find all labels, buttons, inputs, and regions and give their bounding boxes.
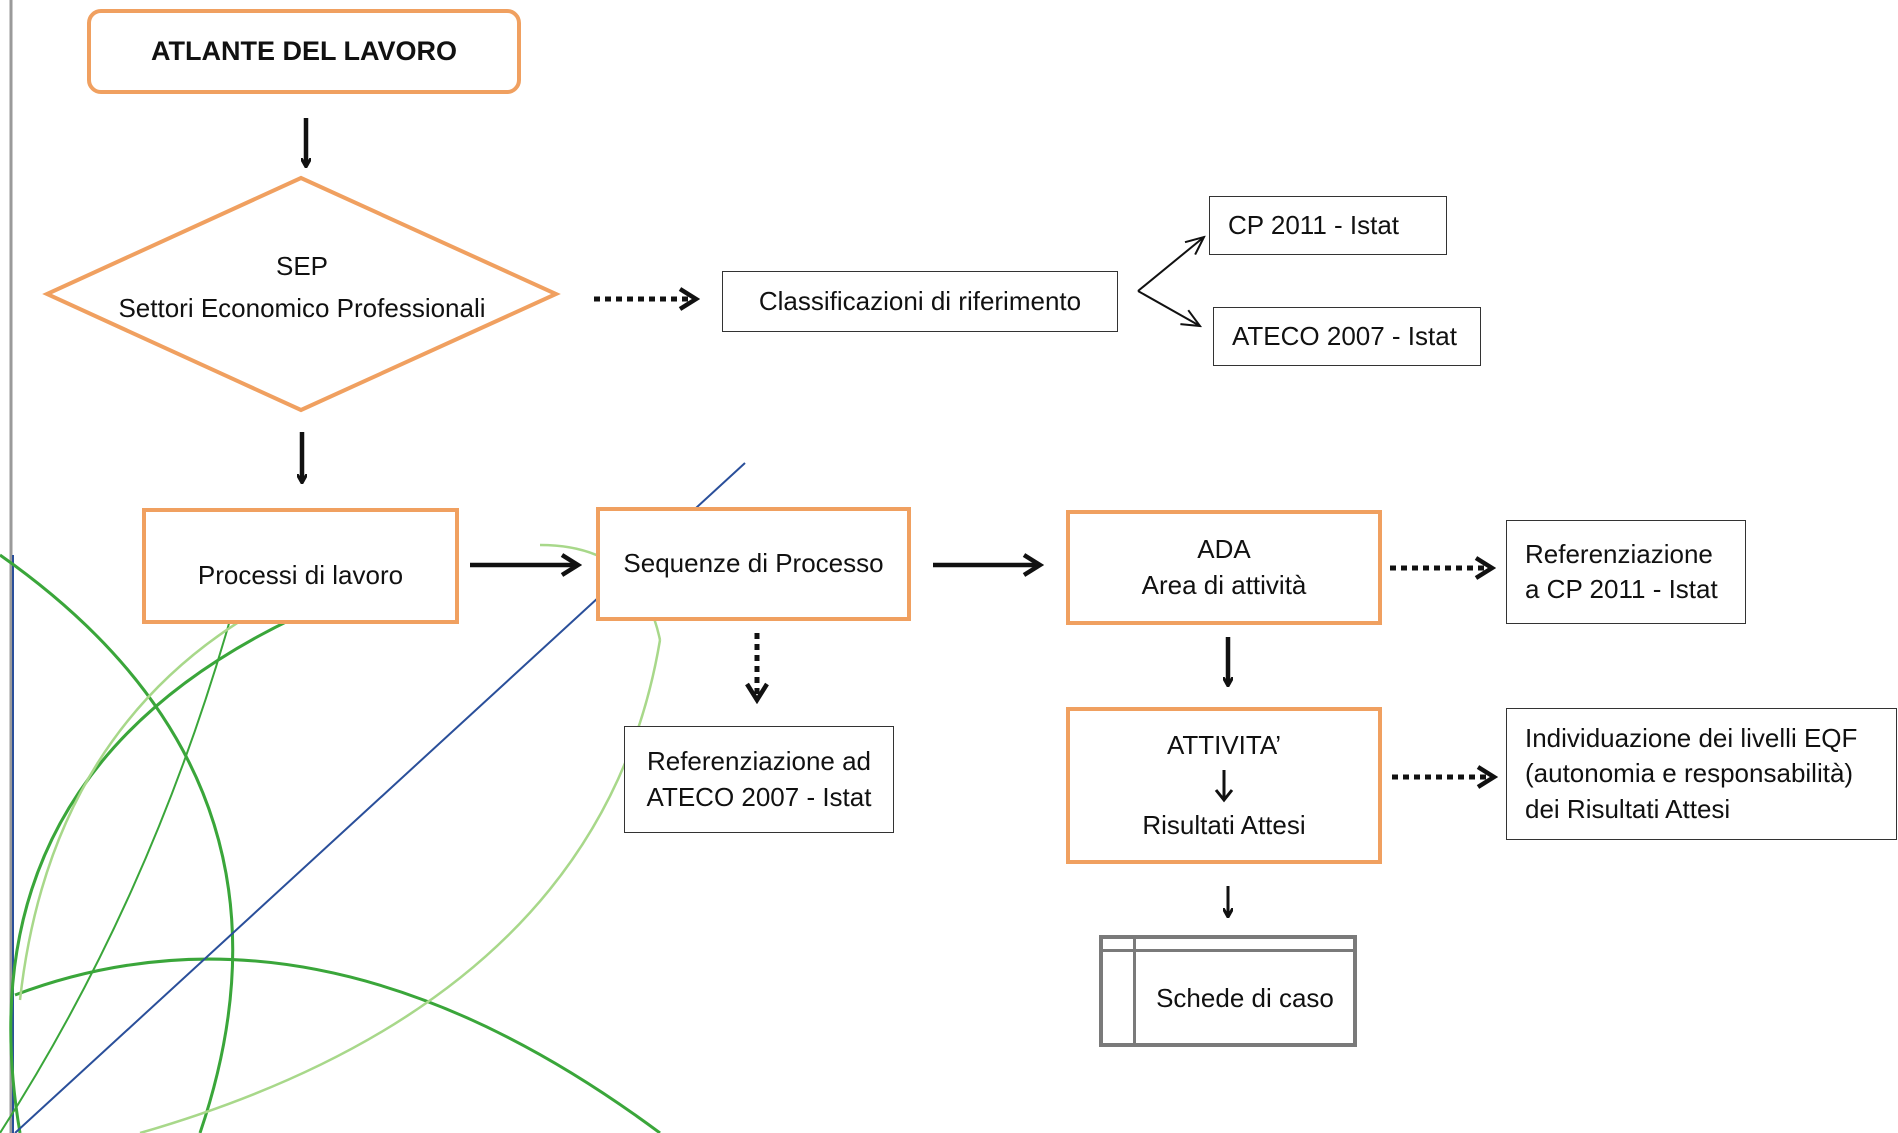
sep-label: SEP	[275, 251, 329, 281]
ada-description: Area di attività	[1141, 569, 1307, 600]
eqf-box: Individuazione dei livelli EQF (autonomi…	[1506, 708, 1897, 840]
ref-cp-box: Referenziazione a CP 2011 - Istat	[1506, 520, 1746, 624]
sep-description: Settori Economico Professionali	[118, 292, 486, 323]
ref-ateco-line2: ATECO 2007 - Istat	[646, 781, 872, 812]
arrow-classificazioni-to-cp2011	[1137, 237, 1204, 292]
sequenze-label: Sequenze di Processo	[623, 548, 884, 579]
risultati-attesi-label: Risultati Attesi	[1142, 809, 1306, 840]
ada-box: ADA Area di attività	[1066, 510, 1382, 625]
eqf-line1: Individuazione dei livelli EQF	[1525, 723, 1858, 754]
ada-label: ADA	[1197, 534, 1251, 565]
processi-box: Processi di lavoro	[142, 508, 459, 624]
schede-card-header-line	[1103, 949, 1353, 952]
attivita-box: ATTIVITA’ Risultati Attesi	[1066, 707, 1382, 864]
ref-ateco-box: Referenziazione ad ATECO 2007 - Istat	[624, 726, 894, 833]
attivita-inner-arrow	[1214, 769, 1234, 802]
cp2011-box: CP 2011 - Istat	[1209, 196, 1447, 255]
classificazioni-label: Classificazioni di riferimento	[758, 285, 1082, 316]
ateco2007-box: ATECO 2007 - Istat	[1213, 307, 1481, 366]
ref-cp-line2: a CP 2011 - Istat	[1525, 574, 1718, 604]
ref-cp-line1: Referenziazione	[1525, 538, 1713, 569]
sep-diamond-shape	[42, 175, 561, 413]
attivita-label: ATTIVITA’	[1166, 730, 1282, 761]
sequenze-box: Sequenze di Processo	[596, 507, 911, 621]
eqf-line2: (autonomia e responsabilità)	[1525, 758, 1854, 789]
schede-label: Schede di caso	[1156, 982, 1334, 1013]
decorative-arcs	[0, 543, 662, 1133]
ref-ateco-line1: Referenziazione ad	[646, 746, 872, 777]
ateco2007-label: ATECO 2007 - Istat	[1232, 320, 1457, 351]
cp2011-label: CP 2011 - Istat	[1228, 209, 1400, 240]
arrow-classificazioni-to-ateco2007	[1137, 290, 1200, 326]
schede-card: Schede di caso	[1099, 935, 1357, 1047]
processi-label: Processi di lavoro	[197, 560, 404, 591]
classificazioni-box: Classificazioni di riferimento	[722, 271, 1118, 332]
atlante-title: ATLANTE DEL LAVORO	[151, 36, 457, 67]
atlante-title-box: ATLANTE DEL LAVORO	[87, 9, 521, 94]
schede-card-side-line	[1133, 939, 1136, 1043]
sep-node-text: SEP Settori Economico Professionali	[60, 246, 544, 329]
eqf-line3: dei Risultati Attesi	[1525, 793, 1731, 824]
